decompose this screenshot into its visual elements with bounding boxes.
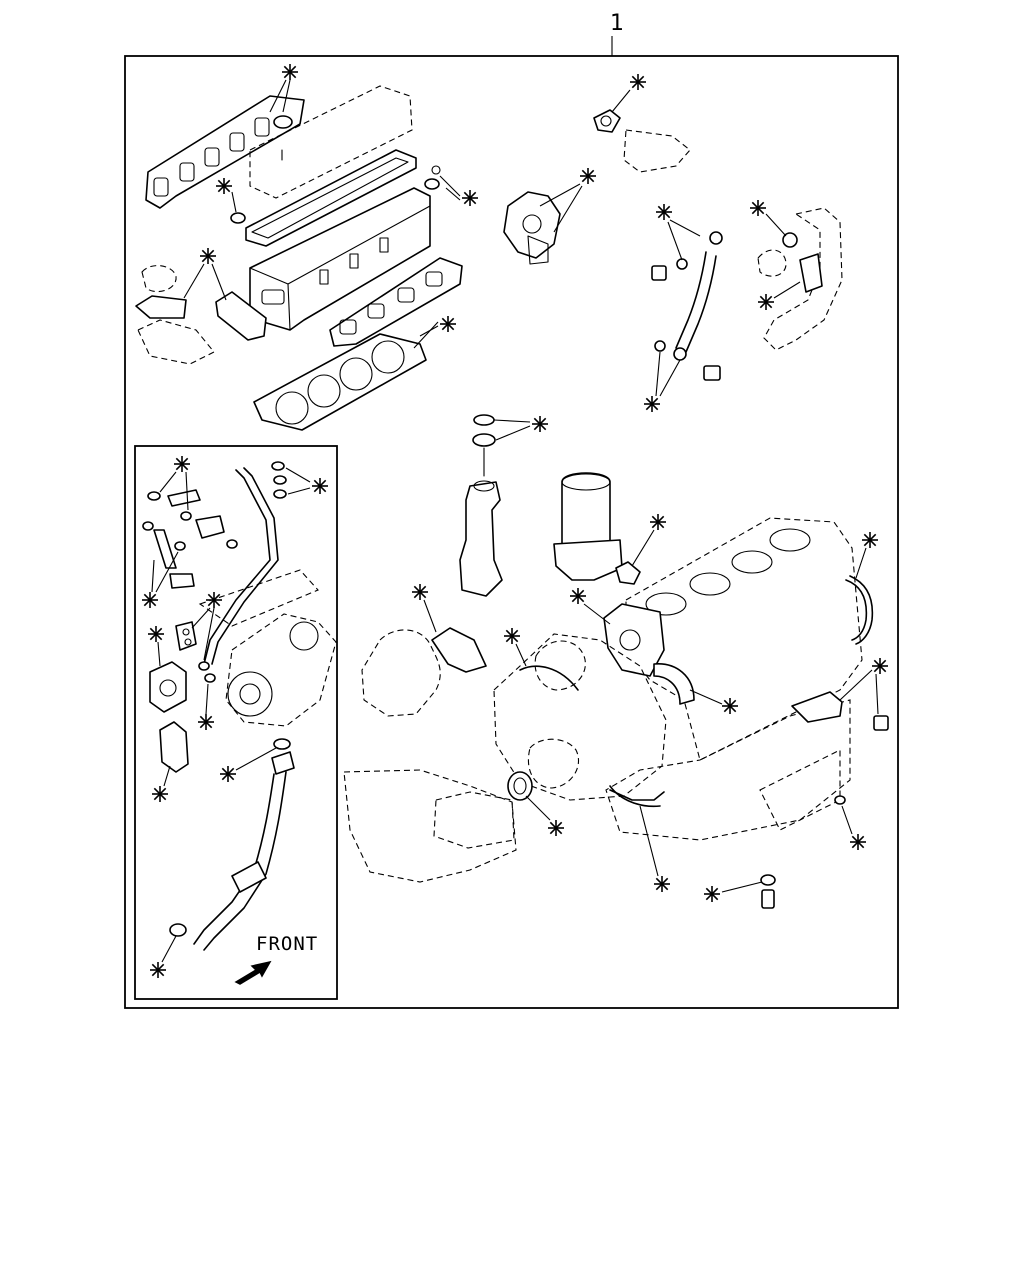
turbocharger [198, 569, 337, 727]
turbo-outlet-gasket [159, 721, 189, 773]
exhaust-manifold-gasket [329, 257, 463, 347]
diagram-frame [124, 55, 899, 1009]
valve-stem-seals [230, 165, 441, 224]
asterisk-icon [871, 657, 889, 675]
asterisk-icon [461, 189, 479, 207]
asterisk-icon [653, 875, 671, 893]
asterisk-icon [531, 415, 549, 433]
asterisk-icon [215, 177, 233, 195]
asterisk-icon [629, 73, 647, 91]
drain-plug-washer [834, 795, 846, 805]
asterisk-icon [173, 455, 191, 473]
front-direction-label: FRONT [256, 933, 318, 955]
asterisk-icon [219, 765, 237, 783]
asterisk-icon [199, 247, 217, 265]
oil-pump-o-rings [472, 414, 496, 447]
front-arrow-icon [234, 960, 272, 985]
water-bypass-pipe [757, 207, 843, 351]
asterisk-icon [411, 583, 429, 601]
asterisk-icon [205, 591, 223, 609]
water-outlet-gasket [593, 109, 621, 133]
asterisk-icon [721, 697, 739, 715]
asterisk-icon [311, 477, 329, 495]
asterisk-icon [569, 587, 587, 605]
timing-cover-gasket-half-moon [519, 665, 579, 691]
asterisk-icon [439, 315, 457, 333]
water-outlet-pipe [623, 129, 691, 173]
valve-cover [249, 85, 413, 199]
oil-filter [553, 472, 623, 581]
main-bearing-cap-gaskets [791, 691, 889, 731]
asterisk-icon [643, 395, 661, 413]
cylinder-block [605, 517, 863, 841]
rocker-cover-seal [273, 115, 293, 129]
asterisk-icon [703, 885, 721, 903]
rear-oil-seal-retainer-gasket [845, 575, 874, 645]
thermostat-housing-gaskets-left [135, 265, 267, 365]
asterisk-icon [861, 531, 879, 549]
asterisk-icon [547, 819, 565, 837]
asterisk-icon [649, 513, 667, 531]
turbo-return-gaskets [175, 621, 216, 683]
turbo-oil-feed-pipe [203, 461, 287, 665]
thermostat-assembly [503, 191, 561, 265]
turbo-oil-drain-pipe [169, 738, 295, 951]
timing-gear-case-gasket [603, 603, 665, 677]
turbocharger-inset-frame [134, 445, 338, 1000]
intake-manifold-gasket [145, 95, 305, 209]
kit-asterisk-markers [141, 63, 889, 979]
asterisk-icon [197, 713, 215, 731]
asterisk-icon [149, 961, 167, 979]
asterisk-icon [655, 203, 673, 221]
oil-filter-gasket [615, 561, 641, 585]
cylinder-head-gasket [253, 333, 427, 431]
turbo-oil-fittings [142, 489, 238, 589]
asterisk-icon [503, 627, 521, 645]
crankshaft-pulley [528, 738, 579, 789]
item-number-label: 1 [610, 11, 624, 36]
asterisk-icon [579, 167, 597, 185]
front-oil-seal [507, 771, 533, 801]
asterisk-icon [147, 625, 165, 643]
asterisk-icon [151, 785, 169, 803]
oil-pump-assembly [459, 447, 503, 597]
asterisk-icon [849, 833, 867, 851]
turbo-flange-gasket [149, 661, 187, 713]
asterisk-icon [757, 293, 775, 311]
asterisk-icon [749, 199, 767, 217]
oil-pipe-right [651, 231, 723, 381]
oil-pan-gasket [609, 785, 665, 808]
oil-drain-plug [760, 874, 776, 909]
valve-cover-gasket [245, 149, 417, 247]
asterisk-icon [281, 63, 299, 81]
asterisk-icon [141, 591, 159, 609]
front-plate-gasket [653, 663, 695, 705]
timing-cover-gasket [343, 627, 517, 883]
